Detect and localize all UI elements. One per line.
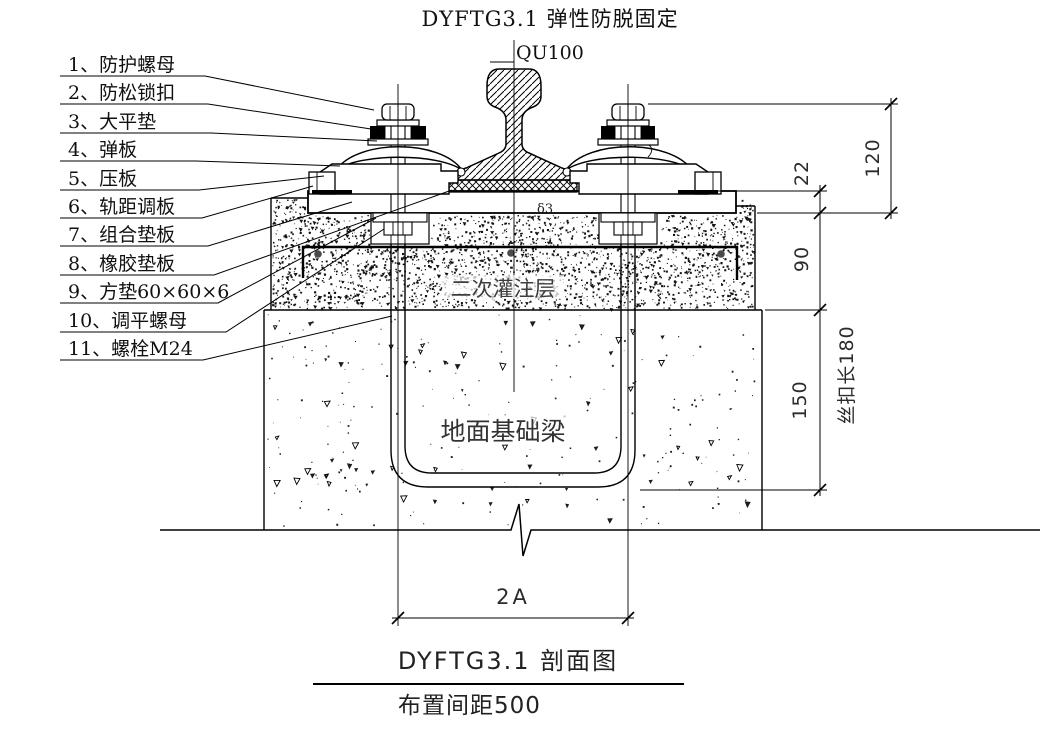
ground-line bbox=[160, 503, 1040, 557]
left-fastener-assembly bbox=[308, 103, 466, 195]
part-label-7: 7、组合垫板 bbox=[68, 224, 175, 246]
dim-90: 90 bbox=[791, 246, 813, 272]
grout-label-halo bbox=[442, 275, 564, 299]
thickness-note: δ3 bbox=[537, 202, 553, 217]
drawing-title: DYFTG3.1 弹性防脱固定 bbox=[421, 7, 678, 31]
foundation-beam-label: 地面基础梁 bbox=[440, 417, 565, 446]
right-clamp-plate bbox=[569, 163, 709, 195]
section-caption: DYFTG3.1 剖面图 bbox=[398, 647, 618, 675]
right-lock-clip bbox=[601, 126, 615, 139]
part-label-10: 10、调平螺母 bbox=[68, 310, 187, 332]
left-clamp-plate bbox=[319, 163, 459, 195]
part-label-6: 6、轨距调板 bbox=[68, 196, 175, 218]
dim-thread-length: 丝扣长180 bbox=[836, 325, 858, 424]
grout-slab-outline bbox=[270, 197, 756, 310]
parts-list: 1、防护螺母 2、防松锁扣 3、大平垫 4、弹板 5、压板 6、轨距调板 7、组… bbox=[68, 54, 229, 360]
part-label-5: 5、压板 bbox=[68, 168, 137, 190]
dim-120: 120 bbox=[862, 138, 884, 177]
rebar-section-dot bbox=[507, 249, 515, 257]
rubber-pad bbox=[448, 179, 578, 193]
rebar-section-dot bbox=[314, 250, 322, 258]
right-shim bbox=[678, 190, 718, 194]
part-label-3: 3、大平垫 bbox=[68, 111, 156, 133]
left-square-washer bbox=[372, 212, 428, 223]
dim-22: 22 bbox=[791, 160, 813, 186]
right-lock-clip bbox=[641, 126, 655, 139]
part-label-11: 11、螺栓M24 bbox=[68, 338, 193, 360]
dim-150: 150 bbox=[789, 380, 811, 419]
span-dimension bbox=[391, 611, 635, 625]
rebar-section-dot bbox=[717, 250, 725, 258]
beam-label-halo bbox=[437, 415, 569, 443]
left-lock-clip bbox=[370, 126, 385, 139]
centerlines bbox=[397, 40, 629, 626]
part-label-4: 4、弹板 bbox=[68, 139, 137, 161]
dim-bolt-span: 2A bbox=[496, 585, 530, 609]
left-lock-clip bbox=[411, 126, 426, 139]
anchor-bolt-loop bbox=[390, 244, 636, 488]
dimension-lines bbox=[640, 97, 898, 497]
part-label-2: 2、防松锁扣 bbox=[68, 82, 175, 104]
left-shim bbox=[312, 190, 352, 194]
part-label-9: 9、方垫60×60×6 bbox=[68, 281, 229, 303]
rebar bbox=[301, 245, 739, 280]
part-label-1: 1、防护螺母 bbox=[68, 54, 175, 76]
part-label-8: 8、橡胶垫板 bbox=[68, 253, 175, 275]
spacing-caption: 布置间距500 bbox=[398, 693, 541, 719]
foundation-beam-stipple bbox=[267, 314, 756, 527]
grout-layer-label: 二次灌注层 bbox=[451, 277, 556, 301]
right-fastener-assembly bbox=[562, 103, 722, 195]
left-anchor-pocket bbox=[370, 212, 430, 245]
parts-leader-lines bbox=[60, 75, 453, 361]
rail-type-label: QU100 bbox=[516, 42, 584, 64]
foundation-beam-outline bbox=[263, 309, 763, 530]
